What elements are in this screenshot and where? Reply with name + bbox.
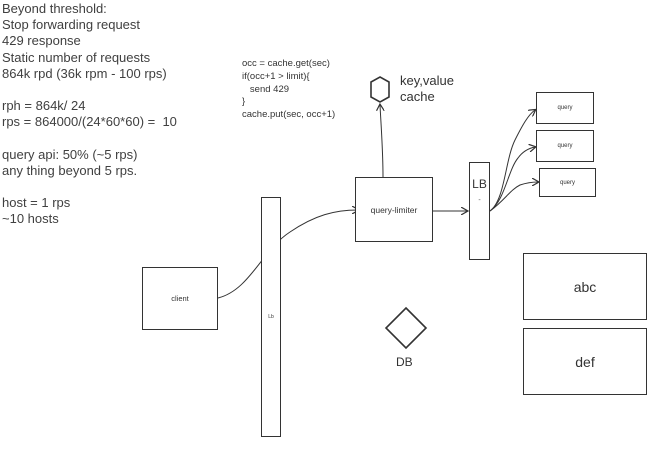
client-box: client (142, 267, 218, 330)
lb-right-dash: - (478, 197, 481, 204)
query-limiter-label: query-limiter (370, 204, 418, 215)
query-limiter-box: query-limiter (355, 177, 433, 242)
requirements-notes: Beyond threshold: Stop forwarding reques… (2, 1, 177, 228)
note-line: ~10 hosts (2, 211, 59, 227)
cache-label: key,value cache (400, 73, 454, 104)
note-line: Stop forwarding request (2, 17, 141, 33)
def-box: def (523, 328, 647, 395)
connector-limiter-to-cache (380, 105, 383, 178)
note-line: rps = 864000/(24*60*60) = 10 (2, 114, 177, 130)
connector-lb-to-query-2 (489, 147, 535, 212)
note-line: query api: 50% (~5 rps) (2, 146, 138, 162)
load-balancer-left: Lb (261, 197, 281, 437)
note-line: 429 response (2, 33, 81, 49)
client-label: client (171, 294, 189, 303)
note-line: host = 1 rps (2, 195, 71, 211)
db-diamond-icon (384, 306, 428, 350)
query-service-box-2: query (536, 130, 594, 162)
code-line: occ = cache.get(sec) (242, 58, 330, 69)
code-line: } (242, 96, 246, 108)
connector-lb-to-query-1 (489, 110, 535, 212)
query-label: query (557, 105, 573, 111)
query-service-box-1: query (536, 92, 594, 124)
query-label: query (557, 143, 573, 149)
cache-label-line1: key,value (400, 73, 454, 88)
note-line: Beyond threshold: (2, 1, 107, 16)
connector-client-to-limiter (217, 210, 358, 299)
code-line: if(occ+1 > limit){ (242, 70, 310, 82)
lb-left-label: Lb (268, 314, 274, 320)
query-service-box-3: query (539, 168, 596, 197)
code-line: send 429 (242, 83, 290, 95)
cache-hexagon-icon (370, 76, 390, 103)
note-line: any thing beyond 5 rps. (2, 162, 138, 178)
db-label: DB (396, 355, 413, 369)
cache-label-line2: cache (400, 88, 435, 104)
query-label: query (559, 179, 575, 186)
abc-label: abc (573, 278, 597, 295)
note-line: Static number of requests (2, 49, 151, 65)
code-line: cache.put(sec, occ+1) (242, 109, 336, 121)
def-label: def (575, 353, 595, 370)
lb-right-label: LB (472, 177, 487, 191)
connector-lb-to-query-3 (489, 182, 538, 212)
abc-box: abc (523, 253, 647, 320)
note-line: rph = 864k/ 24 (2, 98, 86, 114)
load-balancer-right: LB - (469, 162, 490, 260)
note-line: 864k rpd (36k rpm - 100 rps) (2, 65, 167, 81)
rate-limit-pseudocode: occ = cache.get(sec) if(occ+1 > limit){ … (242, 58, 335, 122)
